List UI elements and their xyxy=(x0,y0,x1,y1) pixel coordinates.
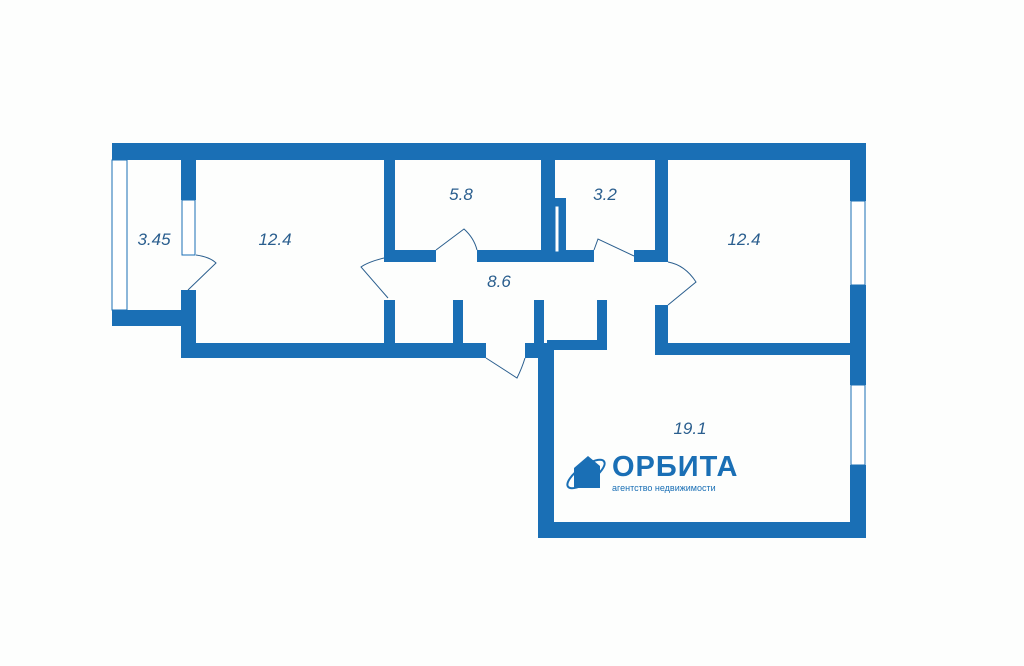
logo-icon xyxy=(566,456,606,490)
walls xyxy=(112,143,866,538)
logo-title: ОРБИТА xyxy=(612,451,739,483)
room-area-balcony: 3.45 xyxy=(137,230,171,249)
logo-subtitle: агентство недвижимости xyxy=(612,483,716,493)
room-area-toilet: 3.2 xyxy=(593,185,617,204)
room-area-large-room: 19.1 xyxy=(673,419,707,438)
room-area-bathroom: 5.8 xyxy=(449,185,473,204)
room-area-left-room: 12.4 xyxy=(258,230,292,249)
agency-logo: ОРБИТА агентство недвижимости xyxy=(612,452,738,493)
room-area-right-room: 12.4 xyxy=(727,230,761,249)
room-area-hallway: 8.6 xyxy=(487,272,511,291)
doors xyxy=(187,228,697,379)
windows xyxy=(111,159,866,466)
